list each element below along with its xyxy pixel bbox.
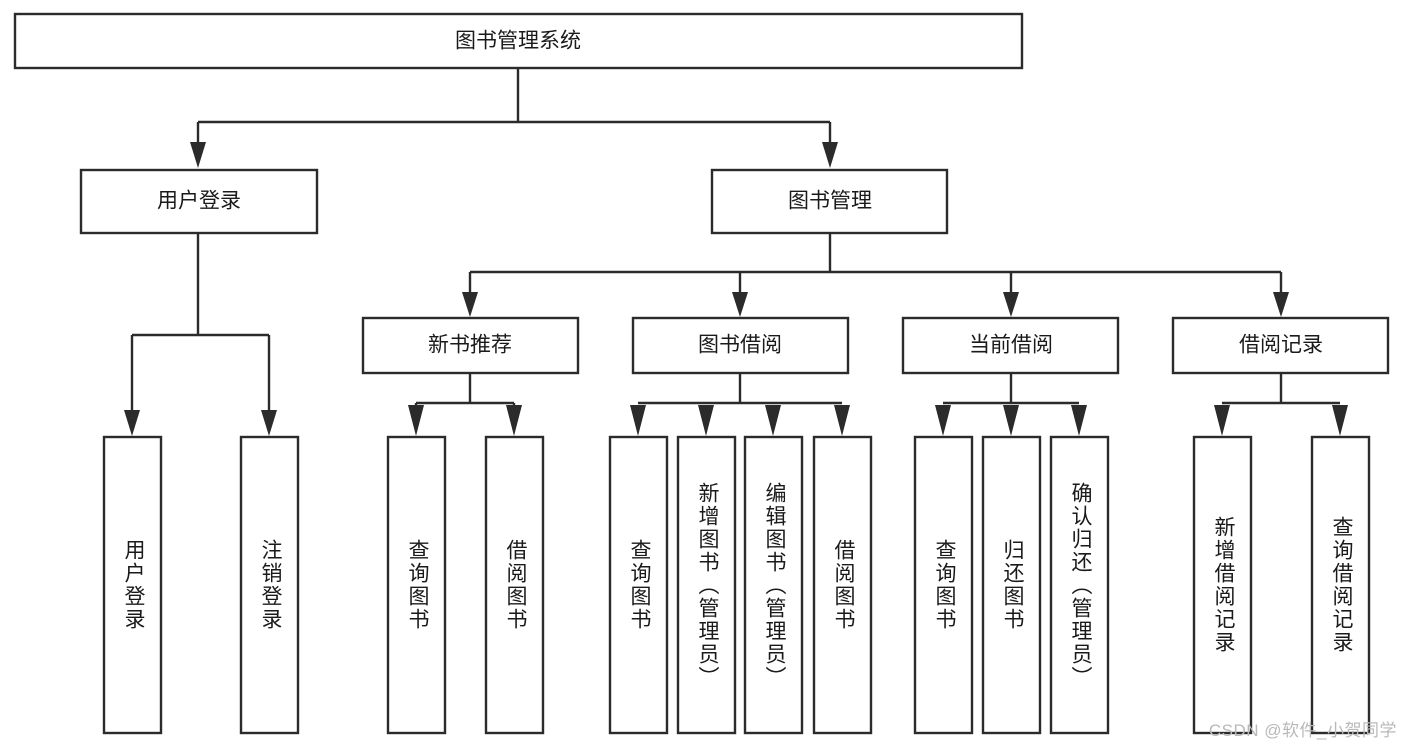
arrow-to-leaf-borrow-book-1 bbox=[506, 405, 522, 436]
node-box-leaf-logout-login[interactable] bbox=[239, 435, 300, 735]
node-box-new-book-recommend[interactable] bbox=[361, 316, 580, 375]
node-box-leaf-return-book[interactable] bbox=[981, 435, 1042, 735]
arrow-to-leaf-query-book-3 bbox=[935, 405, 951, 436]
arrow-to-leaf-add-record bbox=[1214, 405, 1230, 436]
arrow-to-leaf-return-book bbox=[1003, 405, 1019, 436]
arrow-to-borrow-record bbox=[1273, 292, 1289, 317]
arrow-to-leaf-confirm-return bbox=[1071, 405, 1087, 436]
node-box-leaf-query-book-1[interactable] bbox=[386, 435, 447, 735]
node-box-book-borrow[interactable] bbox=[631, 316, 850, 375]
node-label-book-manage: 图书管理 bbox=[788, 190, 872, 213]
node-box-leaf-borrow-book-1[interactable] bbox=[484, 435, 545, 735]
node-box-leaf-confirm-return[interactable] bbox=[1049, 435, 1110, 735]
arrow-to-leaf-query-book-1 bbox=[408, 405, 424, 436]
arrow-to-leaf-query-record bbox=[1332, 405, 1348, 436]
node-label-user-login: 用户登录 bbox=[157, 190, 241, 213]
arrow-to-book-borrow bbox=[732, 292, 748, 317]
node-box-leaf-query-record[interactable] bbox=[1310, 435, 1371, 735]
node-box-leaf-user-login[interactable] bbox=[102, 435, 163, 735]
arrow-to-leaf-edit-book bbox=[765, 405, 781, 436]
node-box-title[interactable] bbox=[13, 12, 1024, 70]
arrow-to-leaf-query-book-2 bbox=[630, 405, 646, 436]
node-label-title: 图书管理系统 bbox=[455, 30, 581, 53]
node-box-leaf-add-book[interactable] bbox=[676, 435, 737, 735]
node-box-book-manage[interactable] bbox=[710, 168, 949, 235]
node-box-current-borrow[interactable] bbox=[901, 316, 1120, 375]
arrow-to-new-book-recommend bbox=[462, 292, 478, 317]
arrow-to-leaf-logout-login bbox=[261, 410, 277, 436]
arrow-to-leaf-borrow-book-2 bbox=[834, 405, 850, 436]
node-box-leaf-query-book-3[interactable] bbox=[913, 435, 974, 735]
node-label-book-borrow: 图书借阅 bbox=[698, 334, 782, 357]
arrow-to-leaf-add-book bbox=[698, 405, 714, 436]
arrow-to-current-borrow bbox=[1003, 292, 1019, 317]
arrow-to-user-login bbox=[190, 142, 206, 168]
arrow-to-book-manage bbox=[822, 142, 838, 168]
node-box-leaf-add-record[interactable] bbox=[1192, 435, 1253, 735]
node-box-leaf-borrow-book-2[interactable] bbox=[812, 435, 873, 735]
node-label-new-book-recommend: 新书推荐 bbox=[428, 334, 512, 357]
watermark-text: CSDN @软件_小贺同学 bbox=[1208, 721, 1397, 740]
node-layer: 图书管理系统 用户登录 图书管理 新书推荐 图书借阅 当前借阅 借阅记录 bbox=[13, 12, 1390, 735]
connector-layer bbox=[124, 68, 1348, 436]
node-box-leaf-edit-book[interactable] bbox=[743, 435, 804, 735]
node-box-borrow-record[interactable] bbox=[1171, 316, 1390, 375]
node-box-user-login[interactable] bbox=[79, 168, 319, 235]
node-label-current-borrow: 当前借阅 bbox=[969, 334, 1053, 357]
arrow-to-leaf-user-login bbox=[124, 410, 140, 436]
node-box-leaf-query-book-2[interactable] bbox=[608, 435, 669, 735]
node-label-borrow-record: 借阅记录 bbox=[1239, 334, 1323, 357]
